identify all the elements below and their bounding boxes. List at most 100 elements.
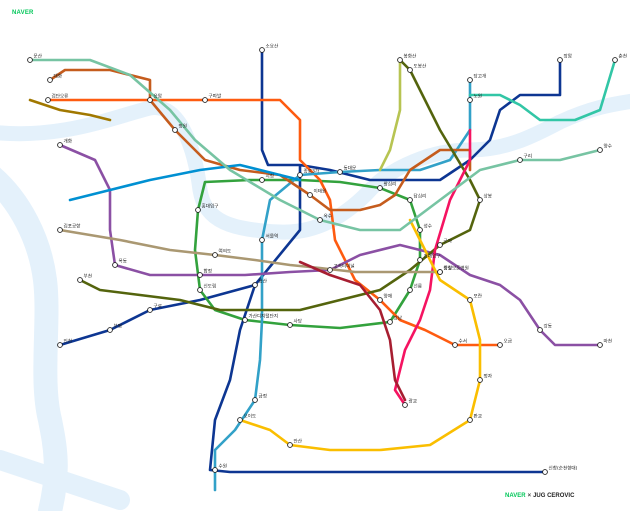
station-hongdae[interactable]: 홍대입구 — [195, 203, 219, 213]
line-ui-sinseol[interactable] — [378, 58, 402, 172]
station-ogeum[interactable]: 오금 — [497, 339, 512, 348]
station-soyosan[interactable]: 소요산 — [259, 43, 279, 53]
station-bupyeong[interactable]: 부평 — [107, 323, 122, 333]
station-yangsu[interactable]: 양수 — [597, 143, 612, 153]
station-marker[interactable] — [259, 177, 265, 183]
station-marker[interactable] — [57, 227, 63, 233]
station-dongdaemun[interactable]: 동대문 — [337, 165, 357, 175]
line-gyeongchun[interactable] — [468, 58, 617, 122]
station-gupabal[interactable]: 구파발 — [202, 93, 222, 103]
station-marker[interactable] — [407, 67, 413, 73]
station-guro[interactable]: 구로 — [147, 304, 162, 313]
station-marker[interactable] — [452, 342, 458, 348]
station-marker[interactable] — [197, 272, 203, 278]
station-oido[interactable]: 오이도 — [237, 413, 257, 423]
station-gwanggyo[interactable]: 광교 — [402, 398, 417, 408]
station-macheon[interactable]: 마천 — [597, 338, 612, 348]
station-marker[interactable] — [107, 327, 113, 333]
station-marker[interactable] — [27, 57, 33, 63]
station-daehwa[interactable]: 대화 — [47, 73, 63, 83]
station-geumjeong[interactable]: 금정 — [252, 393, 267, 403]
station-jeongja[interactable]: 정자 — [477, 373, 493, 383]
station-marker[interactable] — [147, 97, 153, 103]
station-itaewon[interactable]: 이태원 — [307, 188, 327, 198]
station-marker[interactable] — [337, 169, 343, 175]
station-yangjae[interactable]: 양재 — [377, 293, 392, 303]
station-sangbong[interactable]: 상봉 — [477, 193, 492, 203]
station-oksu[interactable]: 옥수 — [317, 214, 332, 223]
station-eungam[interactable]: 응암 — [147, 93, 163, 103]
station-cheonan[interactable]: 신창(순천향대) — [542, 465, 578, 475]
station-suseo[interactable]: 수서 — [452, 338, 467, 348]
station-marker[interactable] — [202, 97, 208, 103]
station-marker[interactable] — [467, 417, 473, 423]
station-marker[interactable] — [259, 237, 265, 243]
station-wangsimni[interactable]: 왕십리 — [377, 181, 397, 191]
station-seoul[interactable]: 서울역 — [259, 233, 279, 243]
station-marker[interactable] — [437, 242, 443, 248]
station-marker[interactable] — [417, 227, 423, 233]
station-jongno[interactable]: 종로3가 — [297, 168, 320, 178]
station-chuncheon[interactable]: 춘천 — [612, 53, 627, 63]
line-9[interactable] — [58, 228, 442, 274]
station-marker[interactable] — [557, 57, 563, 63]
station-marker[interactable] — [242, 317, 248, 323]
station-marker[interactable] — [212, 252, 218, 258]
station-marker[interactable] — [467, 297, 473, 303]
station-marker[interactable] — [45, 97, 51, 103]
station-marker[interactable] — [287, 322, 293, 328]
station-marker[interactable] — [517, 157, 523, 163]
station-marker[interactable] — [397, 57, 403, 63]
line-sinbundang[interactable] — [298, 260, 407, 402]
station-mangwon[interactable]: 망원 — [172, 123, 187, 133]
line-gimpo-gold[interactable] — [28, 98, 112, 122]
station-incheon[interactable]: 인천 — [57, 338, 72, 348]
station-sadang[interactable]: 사당 — [287, 318, 303, 328]
station-marker[interactable] — [252, 282, 258, 288]
station-marker[interactable] — [477, 377, 483, 383]
station-marker[interactable] — [477, 197, 483, 203]
station-marker[interactable] — [147, 307, 153, 313]
station-geomdan[interactable]: 검단오류 — [45, 93, 69, 103]
station-marker[interactable] — [47, 77, 53, 83]
station-marker[interactable] — [597, 342, 603, 348]
station-marker[interactable] — [307, 192, 313, 198]
station-guri[interactable]: 구리 — [517, 153, 532, 163]
station-ansan[interactable]: 안산 — [287, 438, 303, 448]
station-pangyo[interactable]: 판교 — [467, 413, 482, 423]
station-munsan[interactable]: 문산 — [27, 53, 43, 63]
station-konkuk[interactable]: 건대입구 — [417, 253, 441, 263]
line-3[interactable] — [46, 98, 502, 347]
station-marker[interactable] — [172, 127, 178, 133]
station-jungang[interactable]: 중앙보훈병원 — [437, 265, 469, 275]
station-marker[interactable] — [467, 77, 473, 83]
station-dobong[interactable]: 도봉산 — [407, 63, 427, 73]
station-marker[interactable] — [327, 267, 333, 273]
station-marker[interactable] — [377, 185, 383, 191]
station-marker[interactable] — [417, 257, 423, 263]
station-gangdong[interactable]: 강동 — [537, 323, 552, 333]
station-marker[interactable] — [57, 342, 63, 348]
line-2[interactable] — [193, 178, 422, 330]
station-seolleung[interactable]: 선릉 — [407, 283, 422, 293]
station-marker[interactable] — [497, 342, 503, 348]
station-dapsimni[interactable]: 답십리 — [407, 193, 427, 203]
station-suwon[interactable]: 수원 — [212, 463, 227, 473]
station-marker[interactable] — [112, 262, 118, 268]
station-bucheon[interactable]: 부천 — [77, 273, 92, 283]
station-marker[interactable] — [437, 269, 443, 275]
station-mokdong[interactable]: 목동 — [112, 259, 127, 268]
station-marker[interactable] — [237, 417, 243, 423]
station-marker[interactable] — [407, 287, 413, 293]
station-city[interactable]: 시청 — [259, 174, 274, 183]
station-hapjeong[interactable]: 합정 — [197, 268, 212, 278]
station-nowon[interactable]: 노원 — [467, 93, 482, 103]
station-dangogae[interactable]: 당고개 — [467, 73, 487, 83]
station-bonghwasan[interactable]: 봉화산 — [397, 53, 417, 63]
station-marker[interactable] — [467, 97, 473, 103]
line-8[interactable] — [393, 128, 472, 407]
station-marker[interactable] — [537, 327, 543, 333]
station-express[interactable]: 고속터미널 — [327, 263, 355, 273]
station-gangnam[interactable]: 강남 — [387, 315, 403, 325]
station-marker[interactable] — [197, 287, 203, 293]
